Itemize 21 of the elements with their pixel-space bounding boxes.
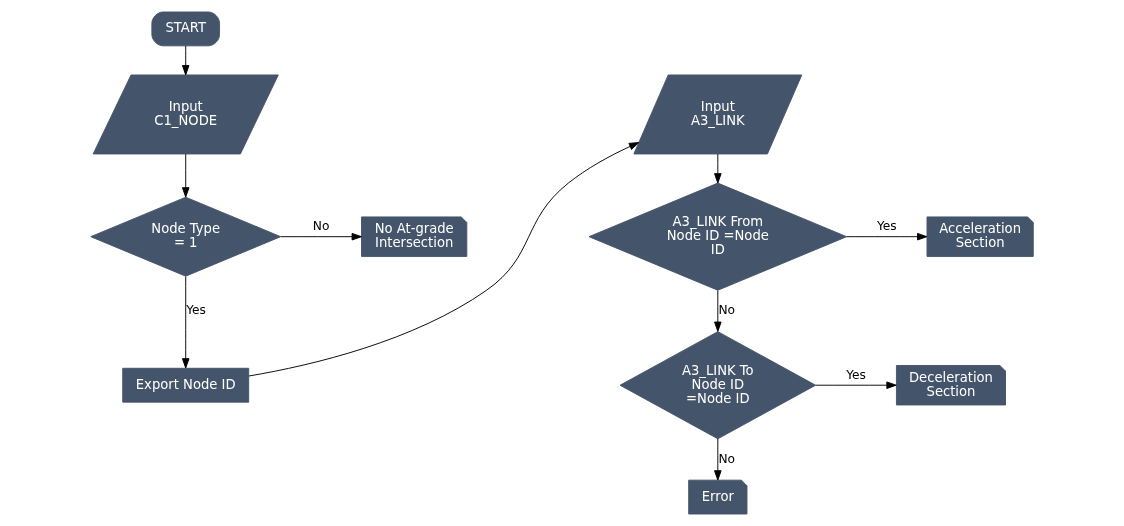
edge-label: Yes bbox=[846, 368, 866, 383]
node-diamond: Node Type = 1 bbox=[90, 196, 282, 277]
arrow bbox=[248, 142, 640, 377]
arrow bbox=[181, 276, 190, 369]
arrow bbox=[280, 232, 362, 241]
arrow bbox=[714, 290, 722, 332]
arrow bbox=[846, 232, 928, 241]
edge-label: Yes bbox=[876, 219, 897, 234]
arrow bbox=[714, 153, 722, 184]
arrow bbox=[714, 438, 722, 481]
edge-label: Yes bbox=[186, 303, 206, 318]
arrow bbox=[181, 153, 190, 198]
edge-label: No bbox=[312, 219, 330, 234]
arrow bbox=[815, 381, 897, 389]
node-box: START bbox=[151, 11, 221, 47]
node-diamond: A3_LINK To Node ID =Node ID bbox=[619, 331, 817, 440]
arrow bbox=[181, 45, 190, 76]
node-diamond: A3_LINK From Node ID =Node ID bbox=[588, 182, 848, 291]
edge-label: No bbox=[718, 303, 736, 318]
edge-label: No bbox=[718, 451, 736, 466]
node-box: Export Node ID bbox=[122, 367, 250, 403]
